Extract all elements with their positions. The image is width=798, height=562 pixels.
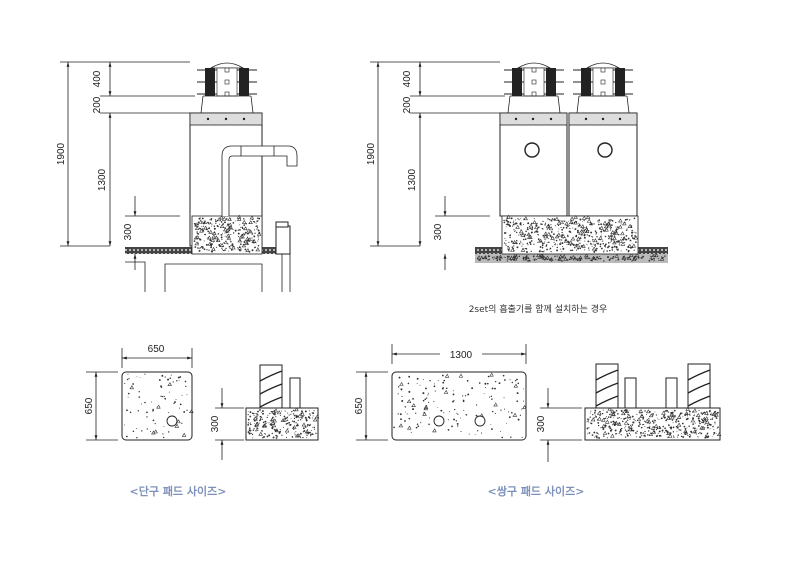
fan-cap xyxy=(504,62,564,114)
dim-pad: 300 xyxy=(433,223,444,240)
dim-neck: 200 xyxy=(92,96,103,113)
dim-neck: 200 xyxy=(402,96,413,113)
pad-width: 1300 xyxy=(450,350,473,361)
concrete-texture xyxy=(124,373,194,439)
curb xyxy=(275,225,291,255)
dim-total: 1900 xyxy=(56,142,67,165)
spiral-duct xyxy=(687,363,711,409)
concrete-texture xyxy=(586,406,722,439)
spiral-duct xyxy=(259,364,283,409)
concrete-texture xyxy=(393,372,527,439)
pad-height: 300 xyxy=(536,415,547,432)
dim-total: 1900 xyxy=(366,142,377,165)
dim-top: 400 xyxy=(92,70,103,87)
single-pad-caption: <단구 패드 사이즈> xyxy=(130,484,227,498)
pad-height: 300 xyxy=(210,415,221,432)
fan-cap xyxy=(573,62,633,114)
pad-depth: 650 xyxy=(354,397,365,414)
pad-plan xyxy=(121,371,193,441)
concrete-texture xyxy=(193,214,262,253)
port-icon xyxy=(597,142,613,158)
anchor-post xyxy=(289,377,301,409)
exhaust-pipe xyxy=(221,145,298,216)
ground-slab xyxy=(125,247,192,254)
spiral-duct xyxy=(595,363,619,409)
anchor-post xyxy=(665,377,678,409)
ground-slab xyxy=(475,247,502,254)
single-install-elevation: 1900 400 200 1300 300 xyxy=(56,61,298,292)
exhaust-unit-body-1 xyxy=(499,112,568,217)
double-install-note: 2set의 흡출기를 함께 설치하는 경우 xyxy=(469,303,608,315)
single-pad-size: 650 650 300 <단구 패드 사이즈> xyxy=(84,344,320,498)
pad-side xyxy=(245,407,319,441)
port-icon xyxy=(524,142,540,158)
dim-body: 1300 xyxy=(407,168,418,191)
concrete-texture xyxy=(247,407,320,439)
dim-body: 1300 xyxy=(97,168,108,191)
hole-icon xyxy=(433,415,445,427)
hole-icon xyxy=(474,415,486,427)
double-pad-size: 1300 650 300 <쌍구 패드 사이즈> xyxy=(354,344,722,498)
concrete-texture xyxy=(476,252,666,262)
double-pad-caption: <쌍구 패드 사이즈> xyxy=(488,484,585,498)
concrete-texture xyxy=(503,214,639,253)
hole-icon xyxy=(166,415,178,427)
pad-width: 650 xyxy=(148,344,165,355)
double-install-elevation: 1900 400 200 1300 300 2set의 흡출기를 함께 설치하는… xyxy=(366,61,668,315)
fan-cap xyxy=(197,62,257,114)
dim-pad: 300 xyxy=(123,223,134,240)
exhaust-unit-body-2 xyxy=(568,112,638,217)
pad-depth: 650 xyxy=(84,397,95,414)
anchor-post xyxy=(624,377,637,409)
dim-top: 400 xyxy=(402,70,413,87)
